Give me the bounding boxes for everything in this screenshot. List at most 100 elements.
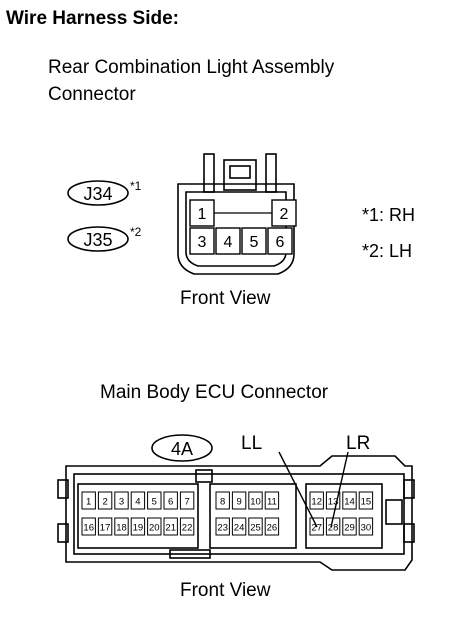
connector-b-view-label: Front View	[180, 580, 271, 601]
pin-cell	[342, 491, 357, 510]
pin-cell	[241, 227, 267, 255]
pin-label: 19	[133, 523, 144, 534]
pin-label: 12	[311, 497, 322, 508]
pin-label: 5	[250, 234, 259, 251]
pin-cell	[231, 517, 247, 536]
pin-cell	[358, 491, 374, 510]
pin-label: 3	[198, 234, 207, 251]
pin-label: 27	[311, 523, 322, 534]
connector-b-key-bottom	[169, 549, 211, 559]
pin-cell	[342, 517, 357, 536]
pin-label: 1	[198, 206, 207, 223]
pin-cell	[248, 517, 263, 536]
connector-b-cavity-right	[305, 483, 383, 549]
pin-cell	[215, 517, 230, 536]
pin-label: 28	[328, 523, 339, 534]
pin-label: 17	[100, 523, 111, 534]
pin-cell	[81, 517, 96, 536]
pin-cell	[231, 491, 247, 510]
pin-label: 1	[86, 497, 91, 508]
pin-cell	[189, 199, 215, 227]
note-lh: *2: LH	[362, 241, 413, 261]
pin-cell	[163, 517, 178, 536]
code-j34: J34	[83, 184, 112, 204]
pin-label: 6	[168, 497, 173, 508]
pin-label: 24	[234, 523, 245, 534]
pin-cell	[163, 491, 178, 510]
code-j35: J35	[83, 230, 112, 250]
pin-label: 14	[344, 497, 355, 508]
code-badge-j34	[67, 180, 129, 206]
pin-label: 13	[328, 497, 339, 508]
connector-a-lock-tab	[223, 159, 257, 191]
pin-label: 6	[276, 234, 285, 251]
code-j34-mark: *1	[130, 179, 142, 193]
pin-label: 2	[102, 497, 107, 508]
connector-b-code-label: 4A	[151, 434, 213, 462]
pin-label: 4	[224, 234, 233, 251]
pin-cell	[97, 517, 113, 536]
pin-cell	[179, 491, 195, 510]
pin-label: 26	[267, 523, 278, 534]
pin-cell	[114, 491, 129, 510]
connector-a-lock-window	[229, 165, 251, 179]
connector-b-outer-shell	[65, 455, 413, 571]
connector-b-latch-right-top	[403, 479, 415, 499]
note-rh: *1: RH	[362, 205, 416, 225]
connector-a-guide-right	[265, 153, 277, 193]
code-j35-mark: *2	[130, 225, 142, 239]
pin-cell	[130, 491, 146, 510]
pin-label: 2	[280, 206, 289, 223]
pin-label: 30	[361, 523, 372, 534]
pin-label: 9	[236, 497, 241, 508]
pin-cell	[81, 491, 96, 510]
pin-cell	[97, 491, 113, 510]
code-badge-4a	[151, 434, 213, 462]
connector-b-latch-left-top	[57, 479, 69, 499]
connector-a-pins: 1 2 3 4 5 6	[189, 199, 297, 255]
connector-b-inner-shell	[73, 473, 405, 555]
connector-b-latch-left-bottom	[57, 523, 69, 543]
pin-label: 22	[182, 523, 193, 534]
callout-lr-leader	[330, 451, 349, 528]
pin-cell	[264, 517, 280, 536]
pin-cell	[179, 517, 195, 536]
pin-label: 16	[83, 523, 94, 534]
connector-a-title-line2: Connector	[48, 84, 136, 105]
pin-cell	[267, 227, 293, 255]
pin-cell	[130, 517, 146, 536]
callout-ll-label: LL	[241, 433, 262, 454]
callout-ll-leader	[278, 451, 318, 528]
pin-label: 25	[250, 523, 261, 534]
pin-label: 8	[220, 497, 225, 508]
connector-b-cavity-middle	[209, 483, 297, 549]
pin-cell	[147, 491, 162, 510]
pin-label: 10	[250, 497, 261, 508]
pin-label: 21	[165, 523, 176, 534]
pin-label: 11	[267, 497, 277, 508]
pin-label: 29	[344, 523, 355, 534]
connector-a-guide-left	[203, 153, 215, 193]
code-4a: 4A	[171, 439, 193, 459]
connector-a-view-label: Front View	[180, 288, 271, 309]
pin-cell	[215, 491, 230, 510]
pin-label: 20	[149, 523, 160, 534]
pin-label: 18	[116, 523, 127, 534]
pin-label: 15	[361, 497, 372, 508]
pin-label: 23	[217, 523, 228, 534]
pin-cell	[271, 199, 297, 227]
pin-label: 4	[135, 497, 140, 508]
pin-cell	[147, 517, 162, 536]
pin-cell	[309, 491, 324, 510]
page-heading: Wire Harness Side:	[6, 8, 180, 29]
code-badge-j35	[67, 226, 129, 252]
pin-cell	[358, 517, 374, 536]
connector-a-outer-shell	[177, 183, 295, 275]
callout-lr-label: LR	[346, 433, 370, 454]
pin-cell	[114, 517, 129, 536]
connector-a-title-line1: Rear Combination Light Assembly	[48, 57, 335, 78]
connector-a-housing	[177, 153, 295, 275]
connector-b-callouts: LL LR	[241, 433, 370, 528]
